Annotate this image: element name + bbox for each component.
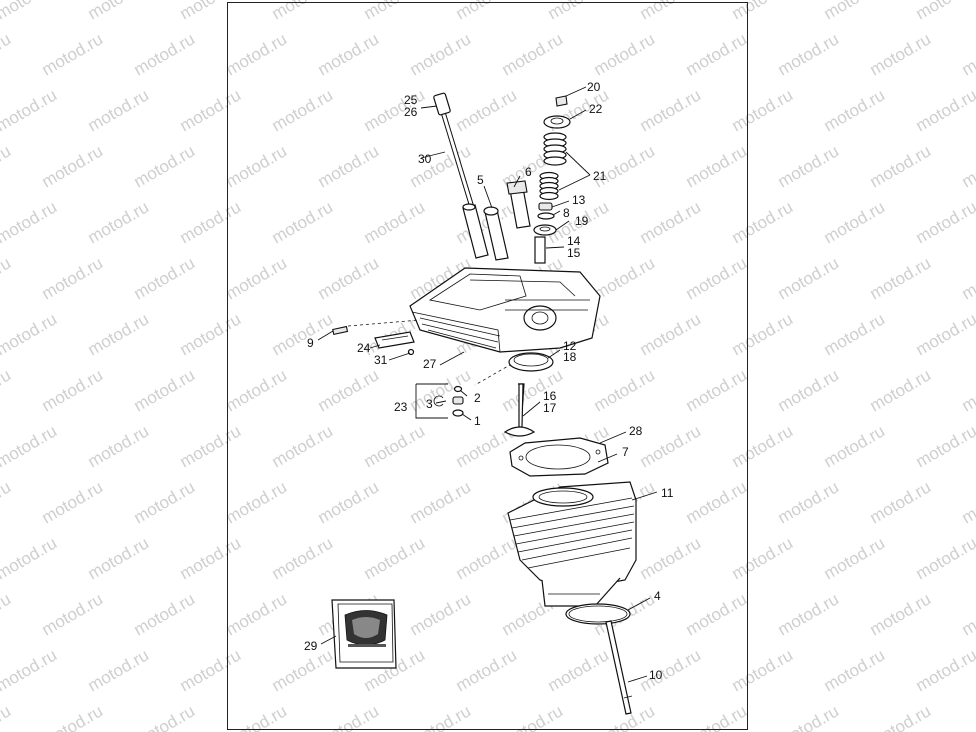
callout-15: 15 (567, 246, 581, 260)
o-ring-part (565, 603, 631, 625)
callout-26: 26 (404, 105, 418, 119)
cylinder-part (507, 481, 637, 607)
spring-retainer-part (543, 115, 571, 129)
valve-seat-ring-part (508, 352, 554, 372)
callout-21: 21 (593, 169, 607, 183)
valve-keeper-part (555, 95, 568, 107)
callout-2: 2 (474, 391, 481, 405)
callout-27: 27 (423, 357, 437, 371)
callout-24: 24 (357, 341, 371, 355)
spring-washer-part (537, 212, 555, 220)
callout-12: 12 (563, 339, 577, 353)
callout-19: 19 (575, 214, 589, 228)
callout-28: 28 (629, 424, 643, 438)
callout-25: 25 (404, 93, 418, 107)
outer-valve-spring-part (543, 132, 567, 166)
valve-part (503, 383, 536, 437)
instruction-booklet-part (331, 599, 397, 669)
callout-18: 18 (563, 350, 577, 364)
callout-labels: 1 2 3 4 5 6 7 8 9 10 11 12 13 14 15 16 1… (304, 80, 674, 682)
cylinder-head-part (409, 267, 601, 353)
callout-22: 22 (589, 102, 603, 116)
callout-5: 5 (477, 173, 484, 187)
cylinder-stud-part (605, 620, 633, 715)
callout-6: 6 (525, 165, 532, 179)
callout-8: 8 (563, 206, 570, 220)
diagram-frame (227, 2, 748, 730)
callout-29: 29 (304, 639, 318, 653)
callout-11: 11 (661, 486, 674, 500)
pushrod-part (433, 92, 477, 215)
leader-lines (317, 86, 658, 683)
callout-7: 7 (622, 445, 629, 459)
callout-14: 14 (567, 234, 581, 248)
dowel-pin-part (407, 348, 415, 356)
callout-3: 3 (426, 397, 433, 411)
valve-guide-lower-part (534, 236, 546, 264)
head-gasket-part (509, 437, 609, 477)
spring-seat-part (533, 224, 557, 236)
callout-10: 10 (649, 668, 663, 682)
callout-16: 16 (543, 389, 557, 403)
callout-30: 30 (418, 152, 432, 166)
inner-valve-spring-part (539, 171, 559, 201)
callout-4: 4 (654, 589, 661, 603)
callout-13: 13 (572, 193, 586, 207)
callout-9: 9 (307, 336, 314, 350)
callout-31: 31 (374, 353, 388, 367)
head-bolt-part (332, 325, 349, 336)
callout-23: 23 (394, 400, 408, 414)
gasket-strip-part (374, 331, 415, 349)
valve-guide-part (506, 180, 531, 229)
fitting-kit-parts (433, 385, 464, 417)
callout-1: 1 (474, 414, 481, 428)
callout-17: 17 (543, 401, 557, 415)
pushrod-tube-part (462, 203, 509, 261)
callout-20: 20 (587, 80, 601, 94)
valve-seal-part (538, 202, 553, 211)
